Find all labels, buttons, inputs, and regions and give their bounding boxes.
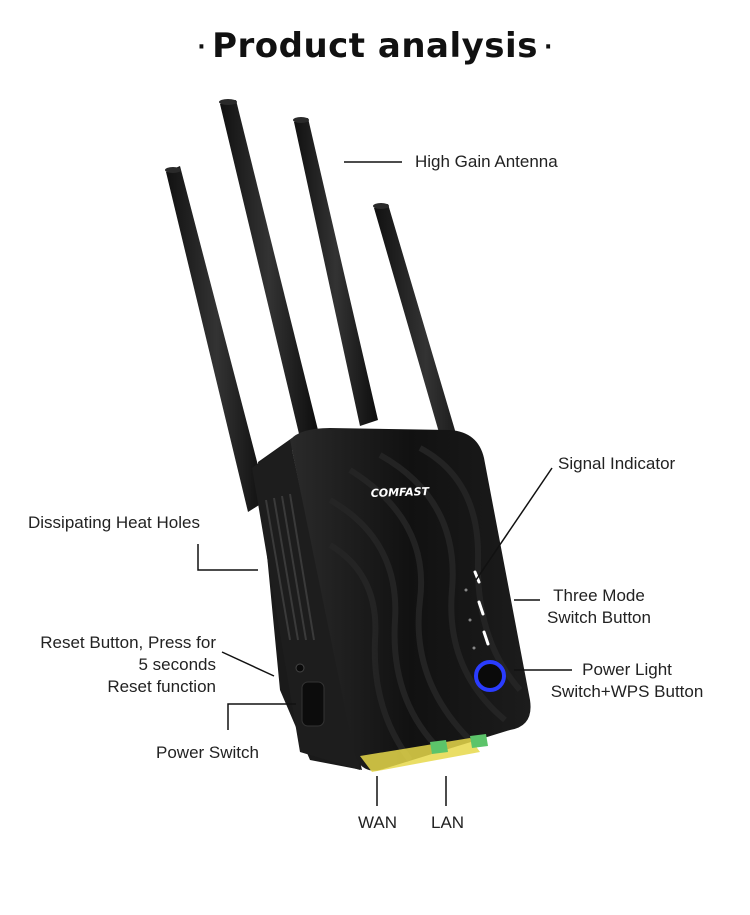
label-three-mode-line2: Switch Button <box>547 608 651 627</box>
router-body: COMFAST <box>252 428 531 772</box>
antenna-1 <box>166 166 267 512</box>
label-reset-button: Reset Button, Press for 5 seconds Reset … <box>20 632 216 698</box>
callout-lines <box>197 161 572 806</box>
label-three-mode-line1: Three Mode <box>553 586 645 605</box>
label-power-light-line1: Power Light <box>582 660 672 679</box>
label-reset-line3: Reset function <box>107 677 216 696</box>
label-reset-line2: 5 seconds <box>138 655 217 674</box>
label-wan: WAN <box>358 813 398 832</box>
brand-logo: COMFAST <box>370 485 430 500</box>
label-high-gain-antenna: High Gain Antenna <box>415 152 558 171</box>
label-heat-holes: Dissipating Heat Holes <box>28 513 200 532</box>
label-lan: LAN <box>431 813 465 832</box>
wps-button <box>474 660 506 692</box>
label-signal-indicator: Signal Indicator <box>558 454 676 473</box>
antenna-3 <box>294 118 378 426</box>
antenna-group <box>165 99 478 512</box>
label-power-light: Power Light Switch+WPS Button <box>546 659 708 703</box>
label-reset-line1: Reset Button, Press for <box>40 633 216 652</box>
antenna-2 <box>220 100 318 438</box>
label-power-light-line2: Switch+WPS Button <box>550 682 704 701</box>
signal-indicator-leds <box>473 570 490 646</box>
title-dot-left: · <box>197 35 207 60</box>
title-dot-right: · <box>543 35 553 60</box>
label-power-switch: Power Switch <box>156 743 259 762</box>
label-three-mode: Three Mode Switch Button <box>538 585 660 629</box>
title-text: Product analysis <box>212 26 538 66</box>
page-title: ·Product analysis· <box>0 26 750 66</box>
